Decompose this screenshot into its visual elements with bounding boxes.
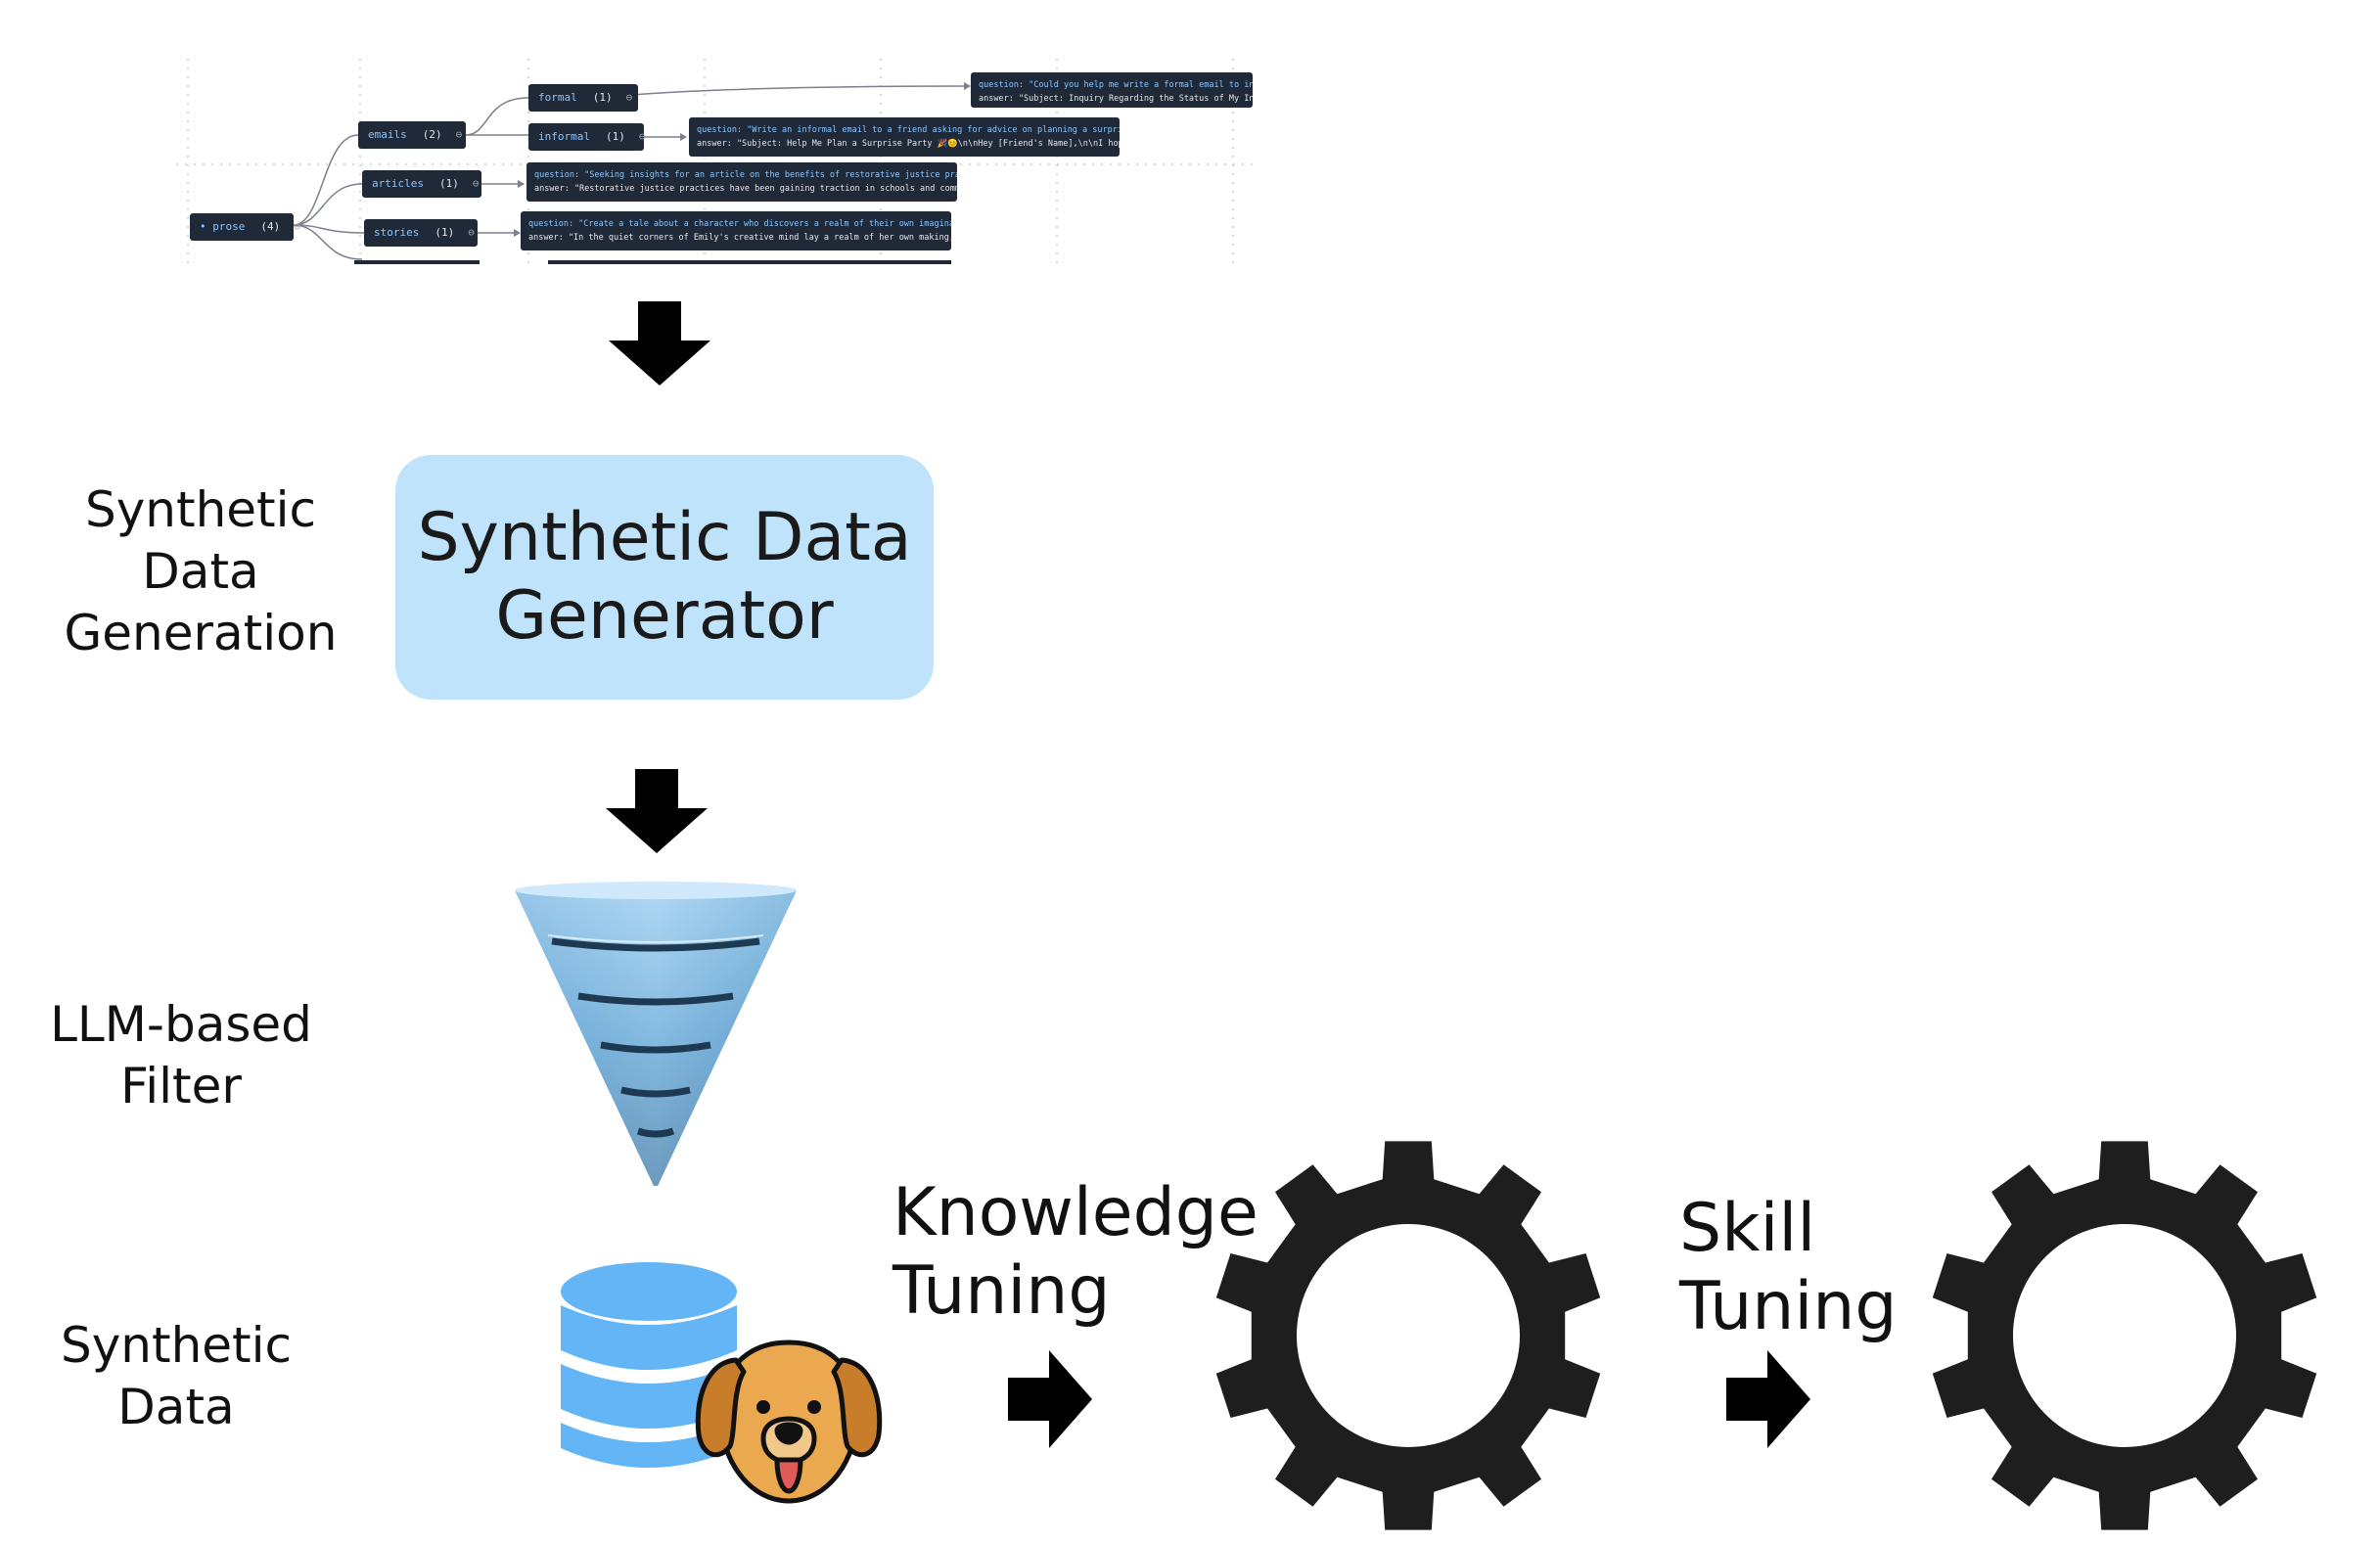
leaf-answer: answer: "Subject: Help Me Plan a Surpris… [697,139,1120,149]
node-count: (4) [260,220,281,233]
leaf-answer: answer: "Subject: Inquiry Regarding the … [979,94,1253,104]
label-synthetic-data: Synthetic Data [29,1315,323,1438]
tree-node-informal[interactable]: informal (1) ⊖ [528,123,646,151]
label-line: Synthetic [84,481,317,538]
label-line: Data [142,543,259,600]
label-line: Synthetic [60,1317,293,1374]
node-count: (1) [438,177,459,190]
dog-icon [695,1340,883,1504]
label-line: Generation [64,605,338,661]
database-icon [561,1262,737,1468]
link-icon: ⊖ [468,226,475,239]
label-line: Tuning [1679,1268,1898,1345]
node-label: emails [368,128,407,141]
link-icon: ⊖ [455,128,463,141]
leaf-question: question: "Create a tale about a charact… [528,219,951,229]
link-icon: ⊖ [625,91,633,104]
node-label: formal [538,91,577,104]
arrow-right-icon [1726,1350,1810,1448]
generator-title-line: Synthetic Data [417,499,912,576]
gear-shape [1932,1141,2317,1530]
gear-icon [1215,1141,1601,1530]
leaf-answer: answer: "In the quiet corners of Emily's… [528,233,951,243]
label-line: Data [117,1379,235,1435]
node-count: (1) [592,91,613,104]
funnel-icon [515,882,797,1186]
tree-node-prose[interactable]: • prose (4) ⊖ [190,213,300,241]
label-line: Tuning [892,1252,1111,1330]
gear-shape [1215,1141,1601,1530]
link-icon: ⊖ [472,177,480,190]
leaf-question: question: "Write an informal email to a … [697,125,1120,135]
node-label: informal [538,130,590,143]
link-icon: ⊖ [294,220,300,233]
tree-node-formal[interactable]: formal (1) ⊖ [528,84,638,112]
link-icon: ⊖ [638,130,646,143]
leaf-formal-email[interactable]: question: "Could you help me write a for… [971,72,1253,108]
label-line: Skill [1679,1190,1816,1267]
generator-title-line: Generator [495,577,834,655]
taxonomy-tree: • prose (4) ⊖ emails (2) ⊖ articles (1) ⊖ stor… [176,59,1253,264]
label-skill-tuning: Skill Tuning [1679,1190,1973,1346]
gear-icon [1932,1141,2317,1530]
label-line: LLM-based [50,996,312,1053]
leaf-answer: answer: "Restorative justice practices h… [534,184,957,194]
synthetic-data-generator-box: Synthetic Data Generator [395,455,934,700]
leaf-question: question: "Seeking insights for an artic… [534,170,957,180]
node-label: articles [372,177,424,190]
label-knowledge-tuning: Knowledge Tuning [892,1174,1264,1331]
node-count: (1) [605,130,625,143]
tree-node-stories[interactable]: stories (1) ⊖ [364,219,478,247]
label-line: Knowledge [892,1174,1259,1251]
leaf-story[interactable]: question: "Create a tale about a charact… [521,211,951,250]
arrow-right-icon [1008,1350,1092,1448]
label-llm-based-filter: LLM-based Filter [29,994,333,1117]
node-label: stories [374,226,420,239]
label-line: Filter [120,1058,242,1114]
node-count: (1) [435,226,455,239]
leaf-article[interactable]: question: "Seeking insights for an artic… [526,162,957,202]
arrow-down-icon [609,301,710,386]
node-count: (2) [422,128,442,141]
leaf-question: question: "Could you help me write a for… [979,80,1253,90]
tree-node-articles[interactable]: articles (1) ⊖ [362,170,481,198]
arrow-down-icon [606,769,708,853]
label-synthetic-data-generation: Synthetic Data Generation [39,479,362,664]
leaf-informal-email[interactable]: question: "Write an informal email to a … [689,117,1120,157]
node-label: • prose [200,220,246,233]
tree-node-emails[interactable]: emails (2) ⊖ [358,121,466,149]
